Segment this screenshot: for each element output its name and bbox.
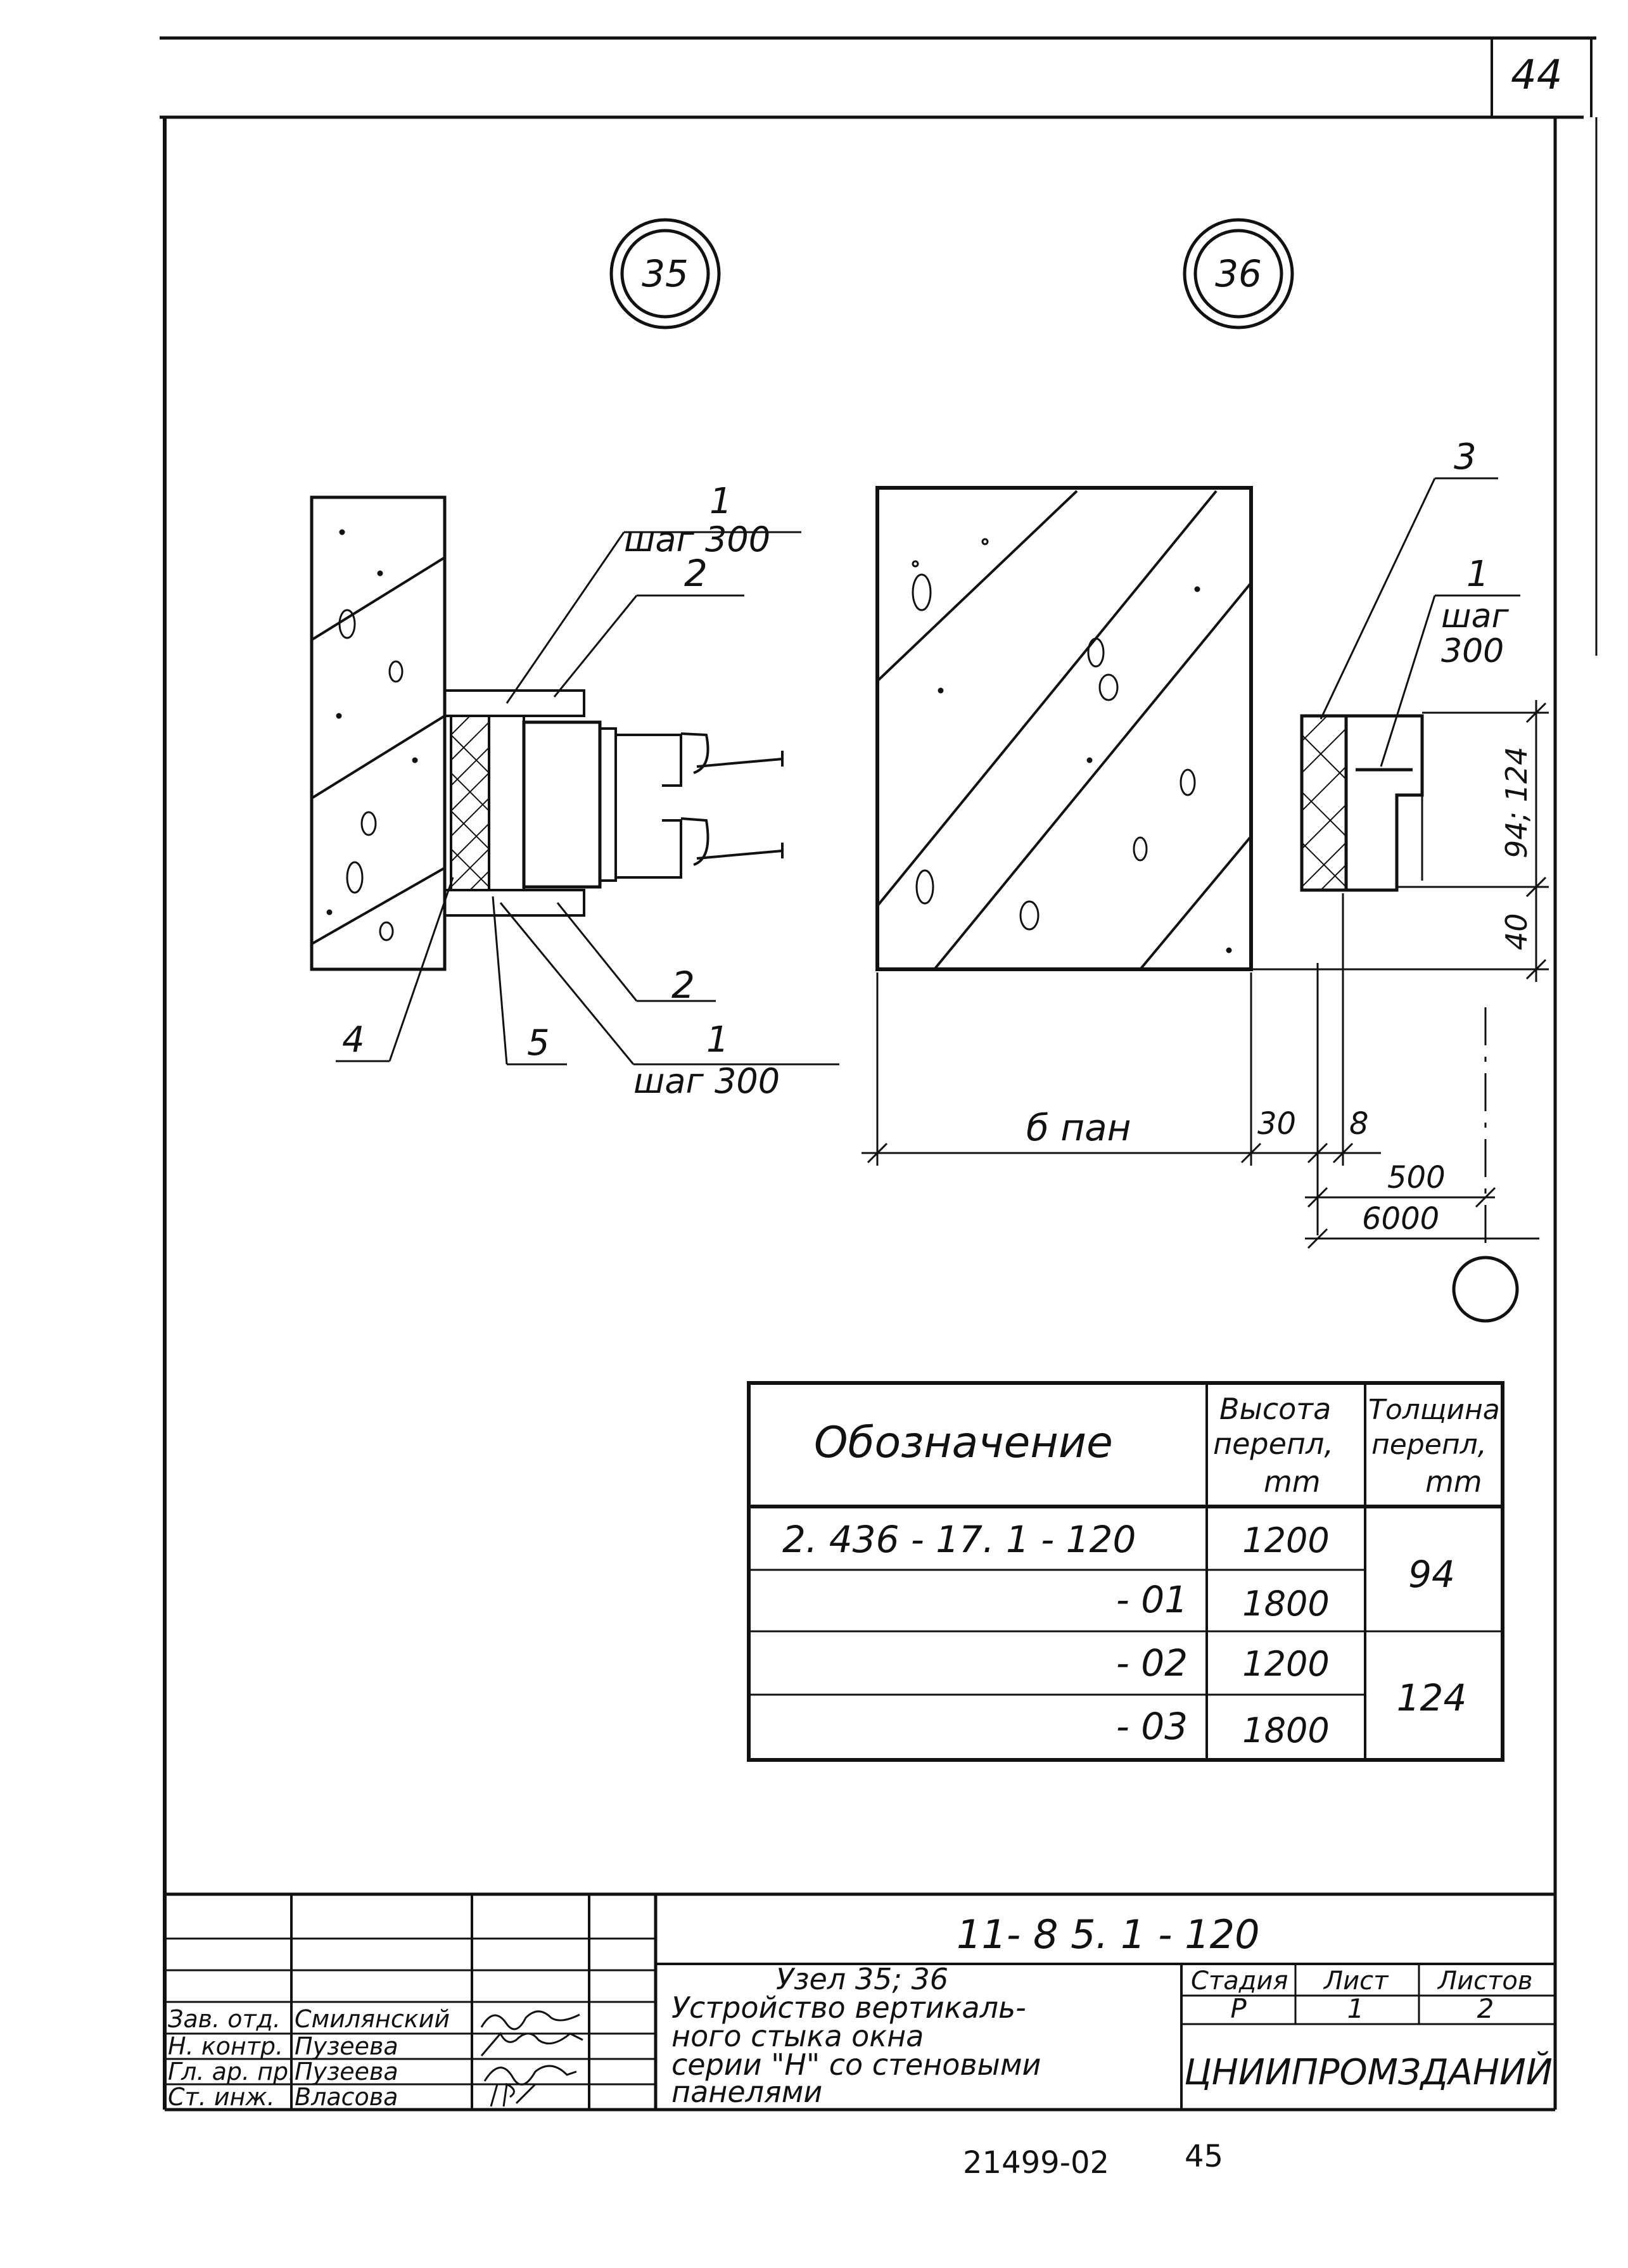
node36-dim-30: 30 bbox=[1257, 1106, 1296, 1142]
page-number: 44 bbox=[1511, 52, 1562, 99]
sheets-label: Листов bbox=[1437, 1966, 1532, 1996]
node36-aggregate bbox=[912, 538, 1232, 953]
sheets-value: 2 bbox=[1477, 1993, 1494, 2024]
node35-callout-2-bottom: 2 bbox=[671, 964, 695, 1007]
node36-joint-hatch bbox=[1301, 715, 1347, 891]
node35-callout-1-bottom-pitch: шаг 300 bbox=[633, 1061, 780, 1101]
stage-value: Р bbox=[1230, 1993, 1247, 2024]
node35-aggregate bbox=[326, 529, 418, 941]
drawing-title-line: Устройство вертикаль- bbox=[671, 1991, 1026, 2025]
footer-code: 21499-02 bbox=[963, 2145, 1109, 2181]
node36-wall-panel bbox=[875, 486, 1253, 971]
staff-name: Смилянский bbox=[295, 2005, 450, 2033]
sheet-value: 1 bbox=[1347, 1993, 1364, 2024]
node36-dim-8: 8 bbox=[1349, 1106, 1369, 1142]
node36-dim-height: 94; 124 bbox=[1499, 747, 1534, 858]
node35-detail: 1 шаг 300 2 2 1 шаг 300 4 5 bbox=[310, 481, 839, 1101]
node35-wall-panel bbox=[310, 495, 447, 971]
doc-code: 11- 8 5. 1 - 120 bbox=[957, 1911, 1260, 1958]
sheet-label: Лист bbox=[1323, 1966, 1389, 1996]
drawing-title-line: Узел 35; 36 bbox=[776, 1962, 948, 1996]
stage-label: Стадия bbox=[1191, 1966, 1288, 1996]
spec-header-height-1: Высота bbox=[1219, 1392, 1331, 1426]
sheet-frame bbox=[160, 36, 1598, 2110]
node36-dim-6000: 6000 bbox=[1362, 1201, 1439, 1237]
node-marker-35: 35 bbox=[609, 218, 721, 329]
node36-callout-3: 3 bbox=[1454, 436, 1477, 478]
organization: ЦНИИПРОМЗДАНИЙ bbox=[1184, 2052, 1553, 2093]
spec-header-designation: Обозначение bbox=[814, 1418, 1113, 1468]
node-marker-35-label: 35 bbox=[642, 252, 689, 295]
node36-callout-1-pitch-b: 300 bbox=[1441, 632, 1504, 670]
drawing-title-line: ного стыка окна bbox=[671, 2019, 924, 2053]
node36-callout-1-pitch-a: шаг bbox=[1441, 597, 1509, 635]
staff-name: Власова bbox=[295, 2083, 398, 2111]
table-row-designation: - 02 bbox=[1116, 1641, 1188, 1685]
staff-role: Зав. отд. bbox=[168, 2005, 281, 2033]
node36-dim-40: 40 bbox=[1499, 913, 1534, 950]
table-row-height: 1200 bbox=[1242, 1644, 1329, 1684]
table-row-height: 1800 bbox=[1242, 1584, 1329, 1624]
table-row-height: 1800 bbox=[1242, 1711, 1329, 1750]
table-row-height: 1200 bbox=[1242, 1520, 1329, 1560]
table-row-designation: 2. 436 - 17. 1 - 120 bbox=[782, 1518, 1136, 1561]
node36-detail: 3 1 шаг 300 94; 124 40 б пан 30 8 500 bbox=[862, 436, 1549, 1323]
spec-header-height-2: перепл, bbox=[1213, 1427, 1333, 1461]
footer-page: 45 bbox=[1185, 2139, 1223, 2174]
table-row-designation: - 03 bbox=[1116, 1705, 1188, 1748]
signature-marks bbox=[480, 2010, 583, 2107]
node35-joint-strip-bottom bbox=[443, 889, 585, 917]
node35-frame-profile bbox=[522, 720, 602, 889]
node-marker-36-label: 36 bbox=[1215, 252, 1262, 295]
spec-table: Обозначение Высота перепл, mm Толщина пе… bbox=[747, 1381, 1504, 1762]
node36-joint-insulation bbox=[1300, 714, 1348, 892]
staff-name: Пузеева bbox=[295, 2058, 398, 2086]
node35-joint-strip-top bbox=[443, 689, 585, 717]
node35-callout-1-top: 1 bbox=[709, 481, 732, 522]
staff-name: Пузеева bbox=[295, 2032, 398, 2060]
spec-header-height-3: mm bbox=[1264, 1465, 1321, 1499]
staff-role: Ст. инж. bbox=[168, 2083, 275, 2111]
drawing-title-line: панелями bbox=[671, 2075, 822, 2109]
node36-dim-panel: б пан bbox=[1026, 1106, 1131, 1149]
drawing-title-line: серии "Н" со стеновыми bbox=[671, 2048, 1041, 2082]
spec-header-thickness-1: Толщина bbox=[1368, 1394, 1500, 1426]
node36-callout-1: 1 bbox=[1466, 554, 1489, 595]
thickness-group-2: 124 bbox=[1397, 1676, 1467, 1719]
node35-insulation-hatch bbox=[450, 715, 490, 891]
axis-marker bbox=[1452, 1256, 1519, 1323]
node35-callout-5: 5 bbox=[527, 1023, 550, 1064]
node35-callout-2-top: 2 bbox=[684, 552, 708, 595]
staff-role: Н. контр. bbox=[168, 2032, 283, 2060]
spec-header-thickness-3: mm bbox=[1425, 1465, 1482, 1499]
node-marker-36: 36 bbox=[1183, 218, 1294, 329]
table-row-designation: - 01 bbox=[1116, 1578, 1188, 1621]
node36-dim-500: 500 bbox=[1387, 1160, 1446, 1195]
title-block: Зав. отд. Смилянский Н. контр. Пузеева Г… bbox=[165, 1892, 1557, 2112]
node35-callout-1-bottom: 1 bbox=[706, 1019, 729, 1061]
node35-callout-4: 4 bbox=[342, 1019, 365, 1061]
node35-callout-1-top-pitch: шаг 300 bbox=[624, 519, 770, 559]
staff-role: Гл. ар. пр. bbox=[168, 2058, 296, 2086]
spec-header-thickness-2: перепл, bbox=[1371, 1429, 1487, 1461]
thickness-group-1: 94 bbox=[1408, 1553, 1455, 1596]
